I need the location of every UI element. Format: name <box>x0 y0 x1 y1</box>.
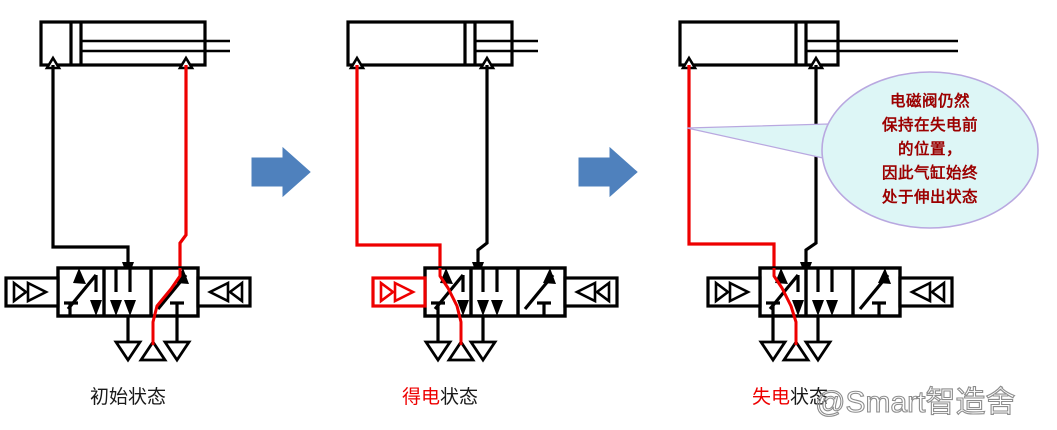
valve-left-diagonal-arrowhead-icon <box>73 268 86 284</box>
valve-right-diagonal-arrowhead-icon <box>176 268 189 284</box>
flow-path-red-initial <box>151 268 182 345</box>
watermark-text: @Smart智造舍 <box>815 386 1015 419</box>
callout-annotation: 电磁阀仍然 保持在失电前 的位置， 因此气缸始终 处于伸出状态 <box>686 71 1039 229</box>
exhaust-triangle-left-icon <box>423 340 453 363</box>
flow-path-red-deenergized <box>772 268 798 345</box>
valve-mid-arrow-2-icon <box>491 300 503 316</box>
solenoid-right-triangle-b-icon <box>574 280 597 304</box>
transition-arrow-1-2 <box>251 146 311 198</box>
exhaust-triangle-left-icon <box>113 340 143 363</box>
valve-right-diagonal-arrowhead-icon <box>878 268 891 284</box>
solenoid-left-triangle-b-icon <box>728 280 751 304</box>
cylinder-energized <box>346 20 538 70</box>
solenoid-left[interactable] <box>706 276 762 308</box>
callout-line-5: 处于伸出状态 <box>881 187 978 206</box>
cylinder-barrel <box>678 20 840 67</box>
exhaust-triangle-left-icon <box>758 340 788 363</box>
tube-cylinder-left-to-valve <box>51 65 130 268</box>
cylinder-deenergized <box>678 20 958 70</box>
panel-energized-caption: 得电状态 <box>402 386 478 408</box>
solenoid-left-energized[interactable] <box>371 276 427 308</box>
solenoid-left-triangle-a-icon <box>379 280 396 304</box>
solenoid-left-triangle-a-icon <box>12 280 29 304</box>
exhaust-triangle-right-icon <box>803 340 833 363</box>
valve-mid-arrow-2-icon <box>826 300 838 316</box>
valve-energized <box>371 266 619 363</box>
valve-initial <box>4 266 252 363</box>
supply-triangle-icon <box>781 339 811 362</box>
caption-prefix: 初始 <box>90 386 128 408</box>
caption-suffix: 状态 <box>440 386 478 408</box>
right-arrow-icon <box>578 146 638 198</box>
valve-mid-arrow-2-icon <box>124 300 136 316</box>
solenoid-right-triangle-b-icon <box>909 280 932 304</box>
solenoid-left-triangle-b-icon <box>26 280 49 304</box>
panel-initial-caption: 初始状态 <box>90 386 166 408</box>
panel-energized: 得电状态 <box>346 20 619 408</box>
tube-cylinder-right-pressurized <box>178 65 188 268</box>
panel-initial: 初始状态 <box>4 20 252 408</box>
valve-left-exhaust-arrow-icon <box>457 300 469 316</box>
solenoid-right-triangle-b-icon <box>207 280 230 304</box>
caption-prefix: 失电 <box>752 386 790 408</box>
solenoid-right[interactable] <box>196 276 252 308</box>
callout-line-3: 的位置， <box>898 139 962 158</box>
valve-mid-arrow-1-icon <box>812 300 824 316</box>
callout-line-1: 电磁阀仍然 <box>890 91 970 110</box>
cylinder-barrel <box>346 20 514 67</box>
valve-mid-arrow-1-icon <box>110 300 122 316</box>
flow-path-red-energized <box>438 268 463 345</box>
solenoid-right-triangle-a-icon <box>594 280 611 304</box>
supply-triangle-icon <box>138 339 168 362</box>
valve-left-exhaust-arrow-icon <box>792 300 804 316</box>
solenoid-right-triangle-a-icon <box>227 280 244 304</box>
tube-cylinder-left-pressurized <box>687 65 776 268</box>
solenoid-right[interactable] <box>898 276 954 308</box>
cylinder-initial <box>39 20 230 70</box>
tube-cylinder-right-to-valve <box>476 65 489 268</box>
solenoid-left-triangle-a-icon <box>714 280 731 304</box>
solenoid-left[interactable] <box>4 276 60 308</box>
caption-suffix: 状态 <box>790 386 828 408</box>
tube-cylinder-left-pressurized <box>355 65 442 268</box>
panel-deenergized: 失电状态 <box>678 20 958 408</box>
cylinder-barrel <box>39 20 207 67</box>
solenoid-right[interactable] <box>563 276 619 308</box>
valve-mid-arrow-1-icon <box>477 300 489 316</box>
callout-line-4: 因此气缸始终 <box>882 163 978 182</box>
caption-suffix: 状态 <box>128 386 166 408</box>
panel-deenergized-caption: 失电状态 <box>752 386 828 408</box>
valve-deenergized <box>706 266 954 363</box>
supply-triangle-icon <box>446 339 476 362</box>
callout-bubble <box>821 71 1039 229</box>
solenoid-right-triangle-a-icon <box>929 280 946 304</box>
valve-left-exhaust-arrow-icon <box>90 300 102 316</box>
callout-line-2: 保持在失电前 <box>881 115 978 134</box>
exhaust-triangle-right-icon <box>162 340 192 363</box>
transition-arrow-2-3 <box>578 146 638 198</box>
caption-prefix: 得电 <box>402 386 440 408</box>
exhaust-triangle-right-icon <box>468 340 498 363</box>
valve-right-diagonal-arrowhead-icon <box>543 268 556 284</box>
right-arrow-icon <box>251 146 311 198</box>
solenoid-left-triangle-b-icon <box>393 280 416 304</box>
